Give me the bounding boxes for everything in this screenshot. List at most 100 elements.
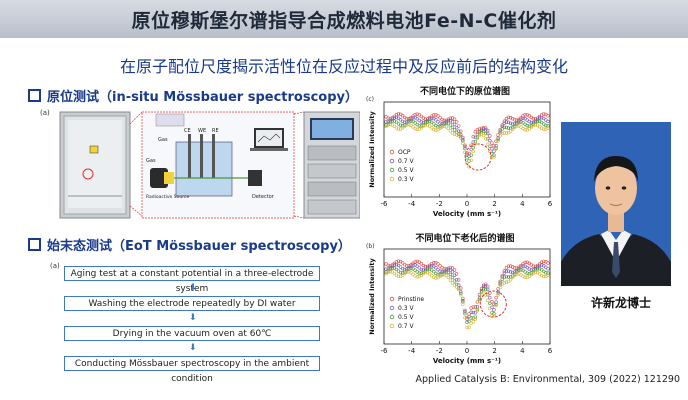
chart2-point — [456, 287, 461, 292]
chart1-point — [461, 137, 465, 142]
chart1-x-tick-label: 6 — [548, 200, 553, 208]
chart2-legend-label: 0.3 V — [398, 305, 414, 312]
chart2-point — [483, 287, 488, 292]
chart1-point — [540, 115, 544, 120]
panel-letter-eot: (a) — [50, 262, 60, 270]
chart2-point — [463, 310, 467, 314]
chart1-point — [456, 132, 461, 136]
slide-subtitle: 在原子配位尺度揭示活性位在反应过程中及反应前后的结构变化 — [119, 57, 568, 76]
chart2-point — [483, 282, 488, 286]
chart2-point — [400, 261, 405, 265]
chart2-x-tick-label: -6 — [381, 347, 389, 355]
chart2-point — [510, 275, 515, 280]
chart1-point — [396, 116, 401, 120]
chart2-point — [471, 320, 475, 324]
label-detector: Detector — [252, 194, 275, 200]
chart2-point — [427, 272, 432, 276]
chart1-point — [413, 121, 417, 125]
chart2-point — [529, 272, 534, 277]
chart2-point — [494, 304, 498, 308]
chart2-point — [488, 306, 492, 310]
chart2-point — [415, 264, 419, 268]
chart1-point — [452, 122, 457, 127]
label-gas: Gas — [146, 158, 156, 164]
chart1-point — [502, 119, 507, 123]
chart1-point — [459, 134, 463, 139]
chart1-point — [461, 139, 465, 143]
chart1-x-tick-label: -2 — [436, 200, 443, 208]
chart2-point — [423, 270, 428, 275]
chart1-point — [419, 114, 424, 119]
chart1-point — [450, 120, 455, 124]
chart1-point — [533, 117, 538, 121]
chart2-point — [432, 269, 436, 274]
chart1-point — [415, 112, 419, 116]
chart1-title: 不同电位下的原位谱图 — [419, 87, 510, 97]
chart1-point — [394, 120, 399, 124]
chart1-point — [415, 117, 419, 121]
chart2-x-tick-label: -4 — [408, 347, 416, 355]
chart2-point — [477, 299, 482, 303]
chart1-point — [504, 131, 509, 135]
chart1-point — [533, 123, 538, 127]
chart2-point — [450, 270, 455, 274]
chart1-point — [471, 145, 475, 150]
chart2-point — [494, 295, 498, 300]
chart1-legend-marker — [389, 149, 395, 155]
chart1-point — [463, 144, 467, 149]
chart1-point — [494, 146, 498, 150]
chart1-point — [409, 115, 413, 120]
chart1-x-tick-label: 4 — [520, 200, 525, 208]
chart1-point — [456, 134, 461, 138]
chart1-point — [475, 136, 480, 141]
chart2-point — [400, 266, 405, 271]
chart1-point — [537, 124, 542, 129]
chart2-point — [504, 274, 509, 279]
chart1-point — [496, 139, 500, 143]
chart1-point — [492, 143, 496, 148]
chart1-x-tick-label: 2 — [492, 200, 496, 208]
title-band — [0, 0, 688, 38]
chart2-legend-marker — [389, 323, 395, 329]
chart1-point — [467, 159, 471, 163]
chart2-point — [436, 262, 440, 266]
chart1-point — [438, 116, 442, 120]
flow-step-3: Drying in the vacuum oven at 60℃ — [64, 326, 320, 341]
chart1-point — [481, 129, 486, 133]
chart1-point — [454, 125, 459, 130]
chart1-point — [508, 121, 513, 126]
chart2-point — [488, 295, 492, 300]
chart2-point — [461, 298, 465, 303]
chart2-x-axis-label: Velocity (mm s⁻¹) — [433, 357, 501, 365]
chart1-highlight-circle — [464, 143, 492, 171]
chart1-point — [477, 132, 482, 136]
chart2-point — [388, 264, 392, 268]
chart2-point — [409, 263, 413, 267]
chart2-point — [502, 269, 507, 273]
chart2-point — [440, 273, 444, 277]
chart2-point — [477, 292, 482, 297]
chart2-point — [405, 270, 409, 274]
chart1-point — [407, 118, 411, 123]
chart2-point — [502, 281, 507, 285]
chart1-legend-marker — [389, 176, 395, 182]
chart2-point — [523, 275, 527, 280]
chart1-point — [513, 124, 517, 128]
chart2-point — [519, 268, 523, 272]
chart1-point — [400, 124, 405, 128]
chart1-point — [546, 126, 550, 130]
label-re: RE — [212, 128, 219, 134]
chart1-point — [465, 156, 469, 160]
chart1-point — [386, 116, 390, 120]
chart1-point — [446, 126, 451, 131]
chart2-point — [417, 271, 421, 275]
chart2-point — [392, 271, 397, 276]
chart2-point — [531, 264, 536, 268]
chart1-point — [481, 126, 486, 130]
chart2-point — [396, 259, 401, 263]
chart2-point — [496, 293, 500, 297]
chart2-point — [546, 271, 550, 275]
chart1-point — [508, 129, 513, 133]
chart2-point — [513, 272, 517, 276]
chart2-point — [502, 271, 507, 275]
